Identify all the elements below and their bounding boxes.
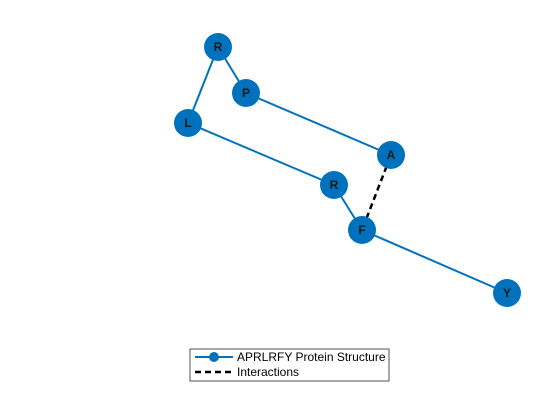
legend-structure-label: APRLRFY Protein Structure: [237, 350, 386, 364]
residue-nodes: A P R L R F Y: [174, 33, 521, 307]
residue-circle: [320, 171, 348, 199]
residue-node-y: Y: [493, 279, 521, 307]
residue-node-a: A: [377, 141, 405, 169]
residue-label: R: [330, 178, 339, 192]
legend: APRLRFY Protein Structure Interactions: [189, 348, 390, 382]
residue-node-p: P: [232, 79, 260, 107]
residue-node-f: F: [348, 216, 376, 244]
legend-interactions-label: Interactions: [237, 365, 299, 379]
residue-circle: [377, 141, 405, 169]
residue-circle: [204, 33, 232, 61]
residue-label: Y: [503, 286, 511, 300]
residue-label: A: [387, 148, 396, 162]
residue-node-l: L: [174, 109, 202, 137]
residue-label: L: [184, 116, 191, 130]
residue-circle: [232, 79, 260, 107]
residue-label: R: [214, 40, 223, 54]
residue-circle: [174, 109, 202, 137]
residue-node-r1: R: [204, 33, 232, 61]
residue-label: P: [242, 86, 250, 100]
residue-label: F: [358, 223, 365, 237]
legend-box: [189, 348, 390, 382]
residue-circle: [493, 279, 521, 307]
residue-circle: [348, 216, 376, 244]
residue-node-r2: R: [320, 171, 348, 199]
legend-structure-marker: [209, 352, 219, 362]
interaction-lines: [364, 165, 388, 222]
interaction-line-0: [364, 165, 388, 222]
